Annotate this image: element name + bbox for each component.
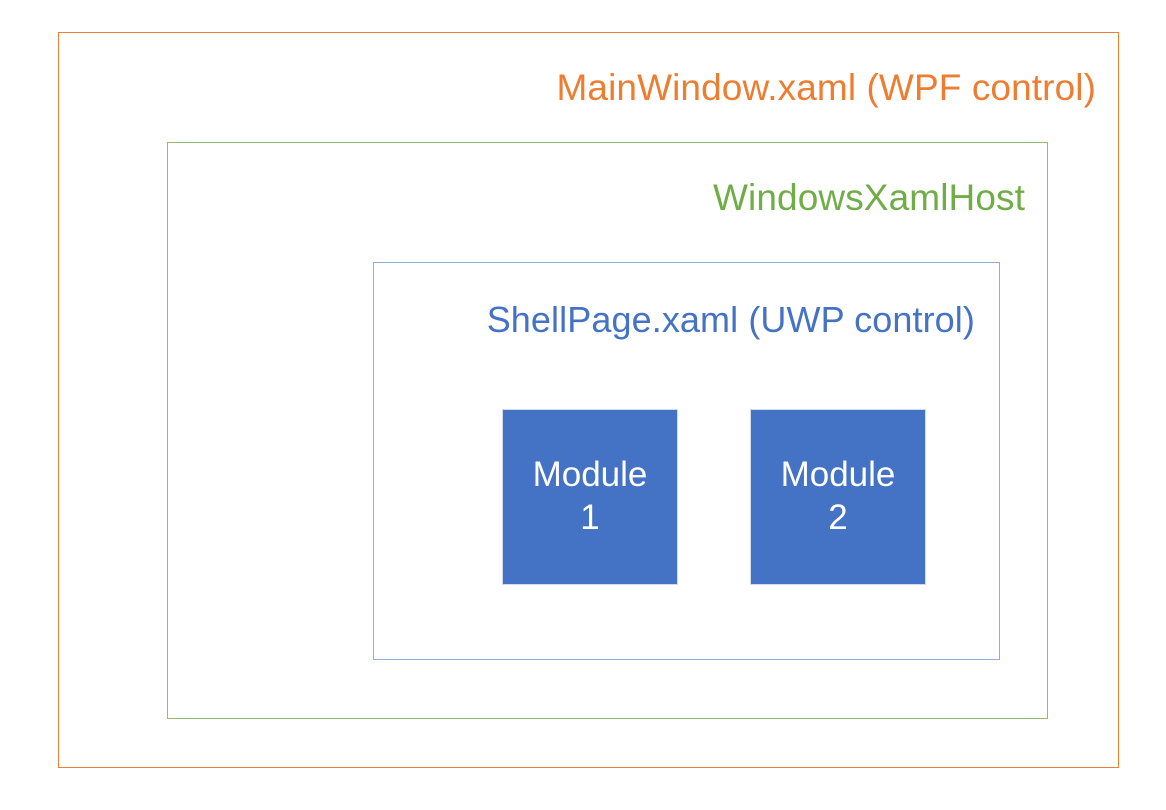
mainwindow-container: MainWindow.xaml (WPF control) WindowsXam… (58, 32, 1119, 768)
module-1-label-line1: Module (532, 455, 648, 495)
module-2-label-line1: Module (780, 455, 896, 495)
module-1-label-line2: 1 (580, 498, 600, 537)
windowsxamlhost-label: WindowsXamlHost (713, 177, 1025, 218)
module-2-label-line2: 2 (828, 498, 848, 537)
module-block-2: Module 2 (750, 409, 926, 585)
module-2-text: Module 2 (777, 454, 900, 539)
mainwindow-label: MainWindow.xaml (WPF control) (556, 67, 1096, 108)
shellpage-label: ShellPage.xaml (UWP control) (486, 299, 975, 340)
windowsxamlhost-container: WindowsXamlHost ShellPage.xaml (UWP cont… (167, 142, 1048, 719)
module-block-1: Module 1 (502, 409, 678, 585)
module-1-text: Module 1 (529, 454, 652, 539)
shellpage-container: ShellPage.xaml (UWP control) Module 1 Mo… (373, 262, 1000, 660)
